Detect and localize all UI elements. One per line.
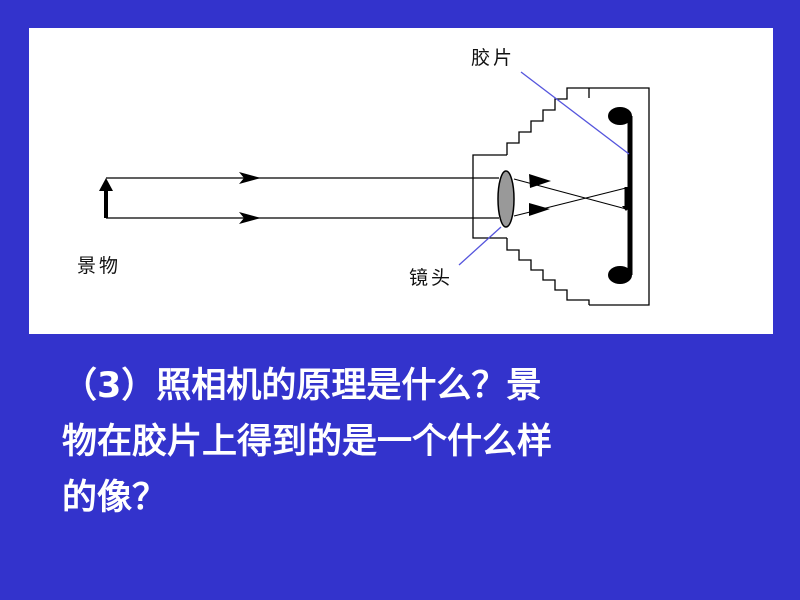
film-leader-line — [520, 71, 630, 155]
lens-leader-line — [458, 226, 502, 266]
camera-diagram: 胶片 景物 镜头 — [77, 47, 650, 306]
lens — [497, 170, 515, 228]
question-line-2: 物在胶片上得到的是一个什么样 — [62, 422, 553, 462]
inverted-image-head — [622, 206, 630, 211]
light-ray-lower-arrow — [239, 212, 261, 224]
question-line-3: 的像？ — [62, 478, 168, 518]
film-roll-bottom — [608, 266, 632, 284]
camera-front-box — [472, 154, 507, 239]
question-text: （3）照相机的原理是什么？景 物在胶片上得到的是一个什么样 的像？ — [62, 358, 712, 526]
camera-back-housing — [589, 87, 650, 306]
question-line-1: （3）照相机的原理是什么？景 — [62, 366, 542, 406]
lens-label: 镜头 — [409, 267, 453, 289]
camera-diagram-panel: 胶片 景物 镜头 — [29, 28, 773, 334]
camera-bellows-upper — [506, 87, 589, 155]
inner-ray-lower-cross — [513, 186, 631, 217]
light-ray-upper-arrow — [239, 172, 261, 184]
inner-ray-upper-cross — [513, 178, 631, 211]
object-arrow-head — [99, 178, 113, 191]
film-label: 胶片 — [471, 47, 515, 69]
film-roll-top — [608, 107, 632, 125]
object-label: 景物 — [77, 255, 121, 277]
camera-bellows-lower — [506, 238, 590, 305]
